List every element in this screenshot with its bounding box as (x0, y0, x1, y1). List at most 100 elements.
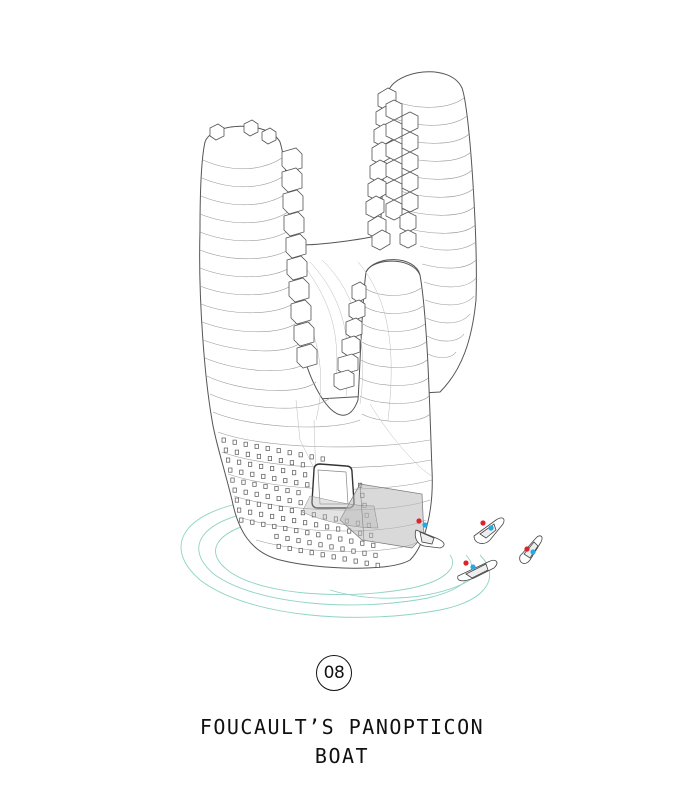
docking-bay (301, 483, 425, 549)
hull-window (316, 532, 321, 538)
hull-window (234, 497, 239, 503)
hull-window (274, 486, 279, 491)
hull-window (245, 499, 250, 505)
figure-title: FOUCAULT’S PANOPTICON BOAT (0, 713, 684, 771)
hull-window (353, 558, 358, 564)
hull-window (318, 542, 323, 548)
hull-window (265, 446, 270, 451)
hull-window (254, 491, 259, 497)
hull-window (298, 452, 303, 458)
hull-window (283, 478, 288, 484)
hull-window (252, 481, 257, 487)
hull-window (303, 520, 308, 526)
figure-number: 08 (323, 663, 345, 683)
hull-window (278, 458, 283, 464)
hull-window (239, 517, 244, 523)
hull-window (239, 469, 244, 475)
hull-window (347, 528, 352, 534)
hull-window (298, 548, 303, 554)
body-contours (199, 157, 433, 552)
hull-window (259, 511, 264, 517)
boat-2 (473, 517, 505, 544)
hull-window (281, 468, 286, 474)
boat-docked (414, 518, 445, 549)
hull-window (232, 439, 237, 445)
hull-window (254, 443, 259, 449)
hull-window (289, 508, 294, 514)
hull-window (267, 456, 272, 461)
hull-window (243, 441, 248, 447)
hull-window (256, 501, 261, 507)
hull-window (272, 476, 277, 481)
hull-window (329, 544, 334, 550)
hull-window (351, 548, 356, 554)
hull-window-grid (221, 437, 380, 568)
hull-window (250, 519, 255, 525)
hull-window (373, 552, 378, 558)
hull-window (314, 522, 319, 528)
hull-window (309, 550, 314, 556)
hull-window (349, 538, 354, 544)
hull-window (360, 540, 365, 546)
hull-window (276, 543, 281, 549)
left-tower-balconies (281, 147, 318, 369)
middle-tower-balconies (333, 281, 367, 391)
hull-window (263, 483, 268, 489)
hull-window (305, 530, 310, 536)
hull-window (307, 540, 312, 546)
hull-window (285, 488, 290, 494)
hull-window (289, 460, 294, 466)
hull-window (300, 462, 305, 468)
hull-window (305, 482, 310, 488)
middle-tower-cap (365, 260, 421, 276)
hull-window (327, 534, 332, 540)
hull-window (259, 463, 264, 469)
hull-window (303, 472, 308, 478)
hull-window (283, 526, 288, 531)
hull-window (287, 546, 292, 551)
hull-window (274, 533, 279, 539)
hull-window (243, 489, 248, 495)
hull-window (294, 480, 299, 486)
hull-window (364, 560, 369, 566)
hull-window (336, 526, 341, 532)
hull-window (287, 450, 292, 456)
hull-window (276, 496, 281, 501)
hull-window (265, 493, 270, 499)
hull-window (237, 459, 242, 465)
hull-window (234, 449, 239, 455)
hull-window (230, 477, 235, 483)
hull-window (292, 470, 297, 476)
hull-window (270, 513, 275, 519)
hull-window (331, 554, 336, 560)
figure-title-line-1: FOUCAULT’S PANOPTICON (199, 715, 485, 739)
hull-window (371, 542, 376, 548)
hull-window (296, 538, 301, 544)
boats (414, 517, 543, 582)
hull-window (333, 516, 338, 522)
hull-window (226, 457, 231, 463)
hull-window (309, 454, 314, 460)
hull-window (325, 524, 330, 530)
left-tower-top-boxes (209, 119, 277, 145)
hull-window (267, 503, 272, 509)
wake-rings (180, 499, 490, 618)
hull-window (245, 451, 250, 457)
hull-window (296, 490, 301, 496)
hull-window (228, 467, 233, 473)
hull-window (256, 453, 261, 459)
hull-window (237, 507, 242, 513)
hull-window (250, 471, 255, 477)
boat-4 (457, 560, 498, 582)
hull-window (292, 518, 297, 524)
right-tower-balconies (365, 87, 419, 251)
boat-3 (519, 535, 543, 564)
hull-window (287, 498, 292, 504)
hull-window (241, 479, 246, 485)
hull-window (375, 562, 380, 568)
hull-window (338, 536, 343, 542)
hull-window (322, 514, 327, 520)
hull-window (342, 556, 347, 562)
hull-window (298, 500, 303, 506)
